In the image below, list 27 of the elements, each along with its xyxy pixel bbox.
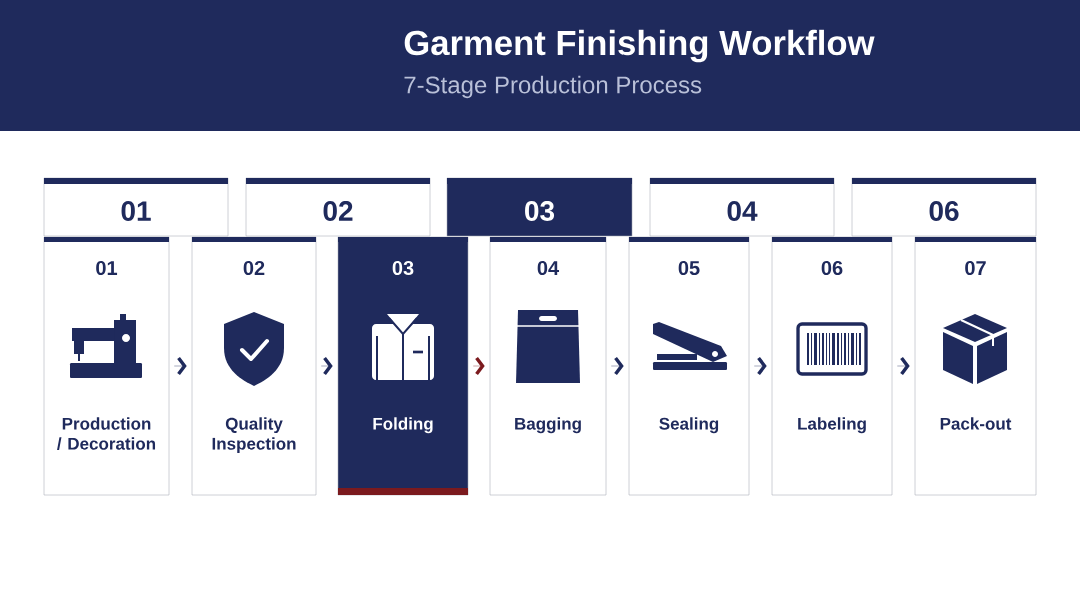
step-label: Bagging — [515, 417, 581, 434]
tab-box — [245, 177, 431, 237]
step-label: Labeling — [798, 417, 866, 434]
step-label: Quality Inspection — [212, 417, 296, 454]
step-number: 04 — [537, 260, 560, 276]
title: Garment Finishing Workflow — [404, 29, 875, 63]
tab-box — [851, 177, 1037, 237]
step-number: 01 — [96, 260, 118, 276]
step-number: 03 — [525, 201, 555, 221]
tab-box — [649, 177, 835, 237]
subtitle: 7-Stage Production Process — [404, 75, 702, 99]
step-label: Folding — [373, 417, 433, 434]
step-number: 02 — [323, 201, 353, 221]
step-label: Pack-out — [940, 417, 1012, 430]
tab-box — [43, 177, 229, 237]
step-number: 06 — [929, 201, 959, 221]
step-number: 01 — [121, 201, 151, 221]
step-number: 03 — [392, 260, 414, 276]
step-card — [489, 236, 607, 496]
step-label: Sealing — [659, 417, 719, 434]
step-number: 07 — [965, 260, 986, 276]
step-card — [337, 236, 469, 496]
step-label: Production / Decoration — [57, 417, 156, 450]
step-number: 02 — [243, 260, 265, 276]
step-number: 04 — [727, 201, 758, 221]
step-number: 05 — [678, 260, 700, 276]
step-number: 06 — [821, 260, 843, 276]
